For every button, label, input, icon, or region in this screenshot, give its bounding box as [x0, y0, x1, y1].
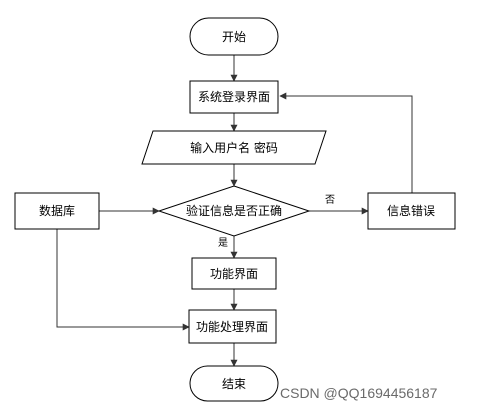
- login-screen-box: [189, 80, 279, 114]
- input-label: 输入用户名 密码: [190, 140, 278, 155]
- edge-label-yes: 是: [218, 237, 228, 249]
- verify-decision: [157, 185, 311, 237]
- end-terminal: [189, 365, 279, 402]
- input-parallelogram: [141, 130, 327, 165]
- edge-label-no: 否: [325, 194, 335, 206]
- login-screen-label: 系统登录界面: [198, 89, 270, 104]
- start-terminal: [189, 17, 279, 56]
- database-label: 数据库: [39, 203, 75, 218]
- start-label: 开始: [222, 30, 246, 44]
- process-screen-label: 功能处理界面: [196, 320, 268, 334]
- error-label: 信息错误: [387, 203, 435, 218]
- watermark-text: CSDN @QQ1694456187: [280, 385, 438, 401]
- verify-label: 验证信息是否正确: [186, 203, 282, 218]
- function-screen-box: [191, 257, 277, 290]
- edge-error-to-login: [279, 92, 413, 193]
- database-box: [14, 192, 100, 230]
- function-screen-label: 功能界面: [210, 267, 258, 281]
- process-screen-box: [188, 309, 277, 344]
- error-box: [367, 192, 456, 230]
- edge-database-to-process: [56, 229, 190, 331]
- end-label: 结束: [222, 377, 246, 391]
